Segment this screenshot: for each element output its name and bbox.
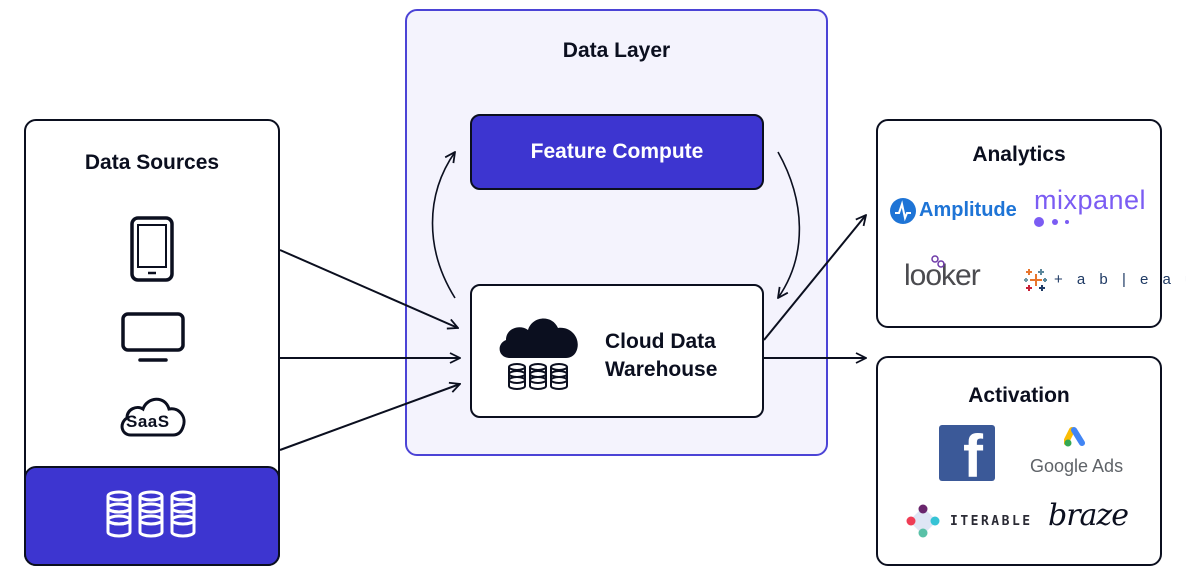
tableau-icon xyxy=(1024,269,1047,291)
amplitude-icon xyxy=(890,198,916,224)
saas-label: SaaS xyxy=(126,412,170,431)
feature-compute-label: Feature Compute xyxy=(530,140,704,163)
cloud-database-icon xyxy=(499,318,578,390)
cloud-data-warehouse-node[interactable]: Cloud Data Warehouse xyxy=(470,284,764,418)
tableau-text: + a b | e a u xyxy=(1054,271,1186,288)
warehouse-label: Cloud Data Warehouse xyxy=(605,328,717,384)
mixpanel-text: mixpanel xyxy=(1034,185,1147,215)
analytics-panel: Analytics Amplitude mixpanel looker xyxy=(876,119,1186,328)
google-ads-text: Google Ads xyxy=(1030,456,1124,476)
facebook-icon: f xyxy=(963,425,983,482)
saas-cloud-icon: SaaS xyxy=(117,389,189,439)
analytics-title: Analytics xyxy=(972,143,1066,166)
amplitude-text: Amplitude xyxy=(919,199,1017,221)
mixpanel-dots-icon xyxy=(1034,217,1069,227)
feature-compute-node[interactable]: Feature Compute xyxy=(470,114,764,190)
braze-text: braze xyxy=(1048,498,1129,533)
looker-bubbles-icon xyxy=(931,255,945,268)
iterable-text: ITERABLE xyxy=(950,514,1033,529)
warehouse-label-line1: Cloud Data xyxy=(605,330,716,353)
warehouse-label-line2: Warehouse xyxy=(605,358,718,381)
google-ads-icon xyxy=(1064,427,1085,447)
facebook-logo: f xyxy=(939,425,995,481)
activation-title: Activation xyxy=(968,384,1070,407)
looker-text: looker xyxy=(904,259,981,292)
data-sources-storage xyxy=(24,466,280,566)
iterable-icon xyxy=(906,504,940,538)
activation-panel: Activation f Google Ads ITERABLE braze xyxy=(876,356,1162,566)
mobile-phone-icon xyxy=(130,216,174,282)
desktop-monitor-icon xyxy=(121,312,185,362)
data-layer-title: Data Layer xyxy=(562,39,671,62)
data-sources-title: Data Sources xyxy=(84,151,220,174)
database-cluster-icon xyxy=(106,490,196,538)
